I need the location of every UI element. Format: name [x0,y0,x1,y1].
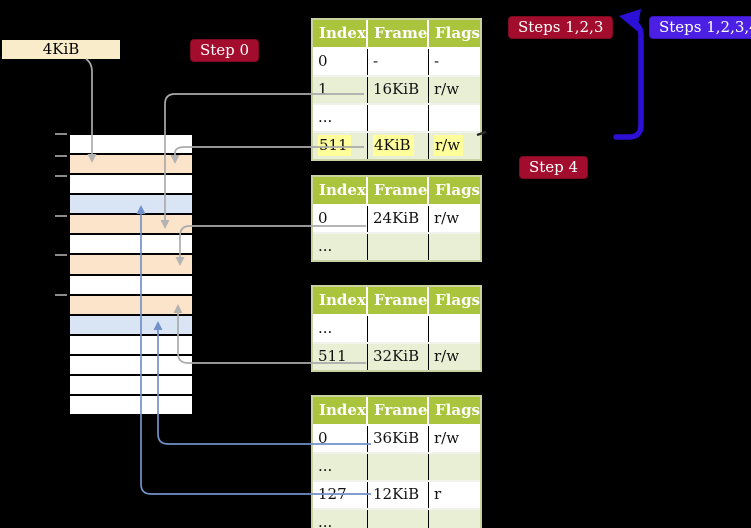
table-row: ... [313,232,480,260]
table-cell: 16KiB [367,77,428,103]
memory-row [70,293,192,314]
table-header: Index Frame Flags [313,397,480,426]
table-cell: r/w [428,133,480,159]
table-cell [428,105,480,131]
table-row: 127 12KiB r [313,480,480,508]
column-header: Index [319,401,366,419]
steps-1234-badge: Steps 1,2,3,4 [649,16,751,39]
table-cell: 1 [318,80,328,98]
table-row: ... [313,508,480,528]
table-cell: ... [318,513,333,528]
column-header: Index [319,24,366,42]
table-cell: ... [318,457,333,475]
table-cell: ... [318,237,333,255]
memory-row [70,213,192,234]
table-cell: - [367,49,428,75]
column-header: Index [319,181,366,199]
table-cell [428,454,480,480]
table-cell: 0 [318,429,328,447]
memory-row [70,394,192,415]
table-cell: 32KiB [367,344,428,370]
table-header: Index Frame Flags [313,20,480,49]
physical-memory-column [68,133,194,416]
column-header: Flags [427,20,480,47]
memory-row [70,173,192,194]
table-cell: 24KiB [367,206,428,232]
table-header: Index Frame Flags [313,177,480,206]
table-cell [367,105,428,131]
table-row: ... [313,316,480,342]
memory-row [70,253,192,274]
memory-row [70,333,192,354]
column-header: Flags [427,177,480,204]
table-cell: r/w [428,344,480,370]
column-header: Frame [366,287,427,314]
page-table-4: Index Frame Flags 0 36KiB r/w ... 127 12… [311,395,482,528]
table-row: 511 32KiB r/w [313,342,480,370]
memory-row [70,135,192,154]
table-row: 0 - - [313,49,480,75]
table-cell: ... [318,319,333,337]
column-header: Frame [366,20,427,47]
table-cell: 4KiB [367,133,428,159]
table-cell: 127 [318,485,347,503]
column-header: Frame [366,397,427,424]
table-cell [428,510,480,528]
memory-row [70,273,192,294]
table-cell: 36KiB [367,426,428,452]
memory-row [70,373,192,395]
column-header: Index [319,291,366,309]
table-row-highlighted: 511 4KiB r/w [313,131,480,159]
page-table-1: Index Frame Flags 0 - - 1 16KiB r/w ... … [311,18,482,161]
memory-row [70,313,192,334]
highlight: 511 [318,135,351,156]
table-cell [367,454,428,480]
memory-row [70,193,192,214]
table-row: 0 36KiB r/w [313,426,480,452]
table-cell [428,234,480,260]
column-header: Frame [366,177,427,204]
recursive-loop-arrow [613,9,644,140]
step-4-badge: Step 4 [519,156,589,179]
page-table-2: Index Frame Flags 0 24KiB r/w ... [311,175,482,262]
memory-row [70,153,192,174]
column-header: Flags [427,287,480,314]
highlight: r/w [434,135,464,156]
memory-row [70,353,192,374]
table-cell: r/w [428,77,480,103]
table-header: Index Frame Flags [313,287,480,316]
table-cell: ... [318,108,333,126]
table-row: 1 16KiB r/w [313,75,480,103]
frame-size-label: 4KiB [2,40,120,59]
steps-123-badge: Steps 1,2,3 [508,16,614,39]
table-cell [367,234,428,260]
table-cell: r [428,482,480,508]
table-row: ... [313,103,480,131]
memory-row [70,233,192,254]
highlight: 4KiB [373,135,414,156]
table-cell [367,510,428,528]
address-ticks [55,133,67,296]
table-row: 0 24KiB r/w [313,206,480,232]
step-0-badge: Step 0 [190,39,260,62]
page-table-3: Index Frame Flags ... 511 32KiB r/w [311,285,482,372]
table-cell: - [428,49,480,75]
table-cell: r/w [428,426,480,452]
table-cell [367,316,428,342]
table-cell: 0 [318,52,328,70]
table-row: ... [313,452,480,480]
table-cell: 0 [318,209,328,227]
table-cell: 12KiB [367,482,428,508]
table-cell: 511 [313,133,367,159]
table-cell [428,316,480,342]
table-cell: 511 [318,347,347,365]
table-cell: r/w [428,206,480,232]
column-header: Flags [427,397,480,424]
